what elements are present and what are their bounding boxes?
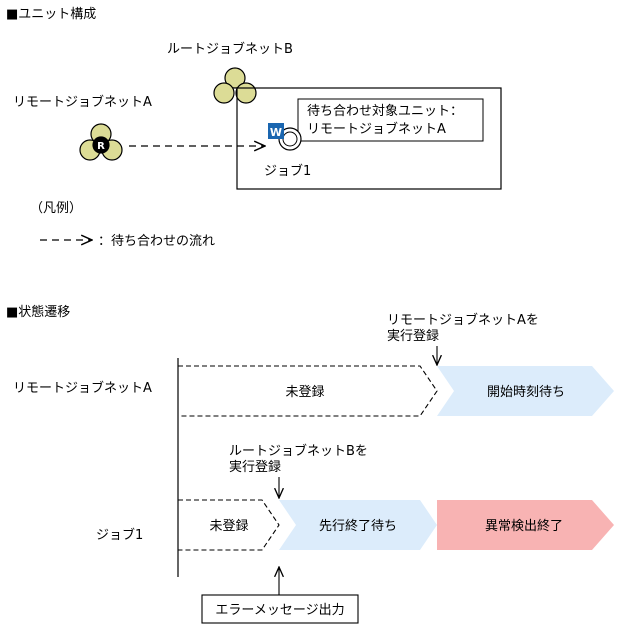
root-jobnet-box (236, 87, 502, 190)
row1-state1-label: 未登録 (285, 385, 324, 400)
job-badge: W (270, 126, 282, 139)
annotation1-line2: 実行登録 (387, 328, 439, 344)
annotation2-line2: 実行登録 (229, 459, 281, 475)
remote-net-label: リモートジョブネットA (13, 94, 152, 110)
unit-section-heading: ■ユニット構成 (6, 7, 96, 22)
root-net-label: ルートジョブネットB (167, 41, 293, 57)
row1-label: リモートジョブネットA (13, 380, 152, 396)
row2-state2-label: 先行終了待ち (319, 518, 397, 534)
row2-state-abnormal-end (437, 500, 614, 550)
state-section-heading: ■状態遷移 (6, 304, 70, 320)
remote-badge: R (97, 141, 105, 152)
error-message-box (201, 594, 359, 624)
annotation2-line1: ルートジョブネットBを (229, 443, 368, 459)
job-icon (268, 123, 302, 151)
row1-state2-label: 開始時刻待ち (487, 385, 565, 400)
row1-state-unregistered (178, 365, 438, 417)
error-message-label: エラーメッセージ出力 (215, 603, 344, 618)
callout-box (297, 98, 484, 142)
job-label: ジョブ1 (264, 163, 311, 179)
row2-state1-label: 未登録 (209, 519, 248, 534)
row2-label: ジョブ1 (96, 527, 143, 543)
legend-text: ：待ち合わせの流れ (98, 234, 215, 249)
remote-jobnet-icon (79, 123, 123, 161)
legend-title: （凡例） (30, 201, 82, 216)
callout-line2: リモートジョブネットA (307, 121, 446, 137)
root-jobnet-icon (213, 67, 257, 104)
row2-state3-label: 異常検出終了 (485, 518, 563, 534)
row1-state-start-wait (437, 366, 614, 416)
row2-state-predecessor-wait (279, 500, 437, 550)
row2-state-unregistered (178, 499, 280, 551)
annotation1-line1: リモートジョブネットAを (387, 312, 539, 328)
callout-line1: 待ち合わせ対象ユニット： (307, 104, 463, 119)
